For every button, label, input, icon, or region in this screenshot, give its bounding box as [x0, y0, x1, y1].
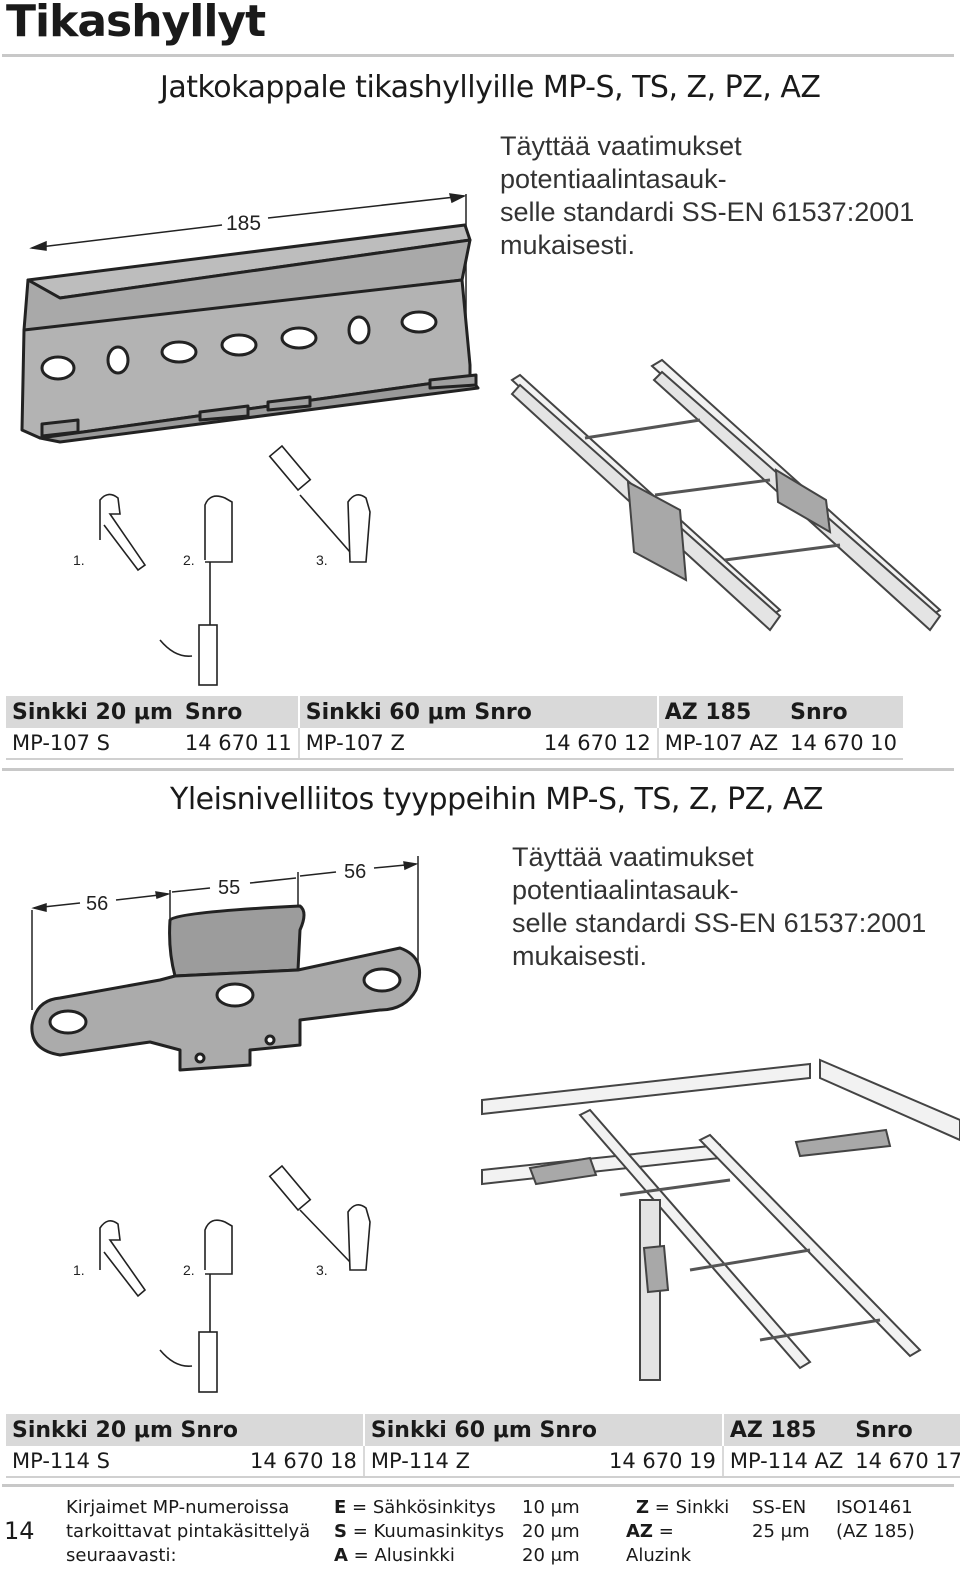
table-cell: MP-107 Z	[297, 728, 538, 760]
table-header-cell: AZ 185	[721, 1414, 850, 1446]
code-text: = Kuumasinkitys	[346, 1521, 505, 1542]
code-text: = Sinkki	[649, 1497, 730, 1518]
code-letter: A	[334, 1545, 348, 1566]
table-header-cell: Sinkki 60 μm Snro	[362, 1414, 603, 1446]
finish-codes-2: Z = Sinkki AZ = Aluzink	[626, 1496, 738, 1568]
code-text: = Sähkösinkitys	[346, 1497, 496, 1518]
title-divider	[2, 54, 954, 57]
standard-ref-column: ISO1461 (AZ 185)	[836, 1496, 915, 1544]
table-cell: MP-114 Z	[362, 1446, 603, 1478]
dim-label: 56	[344, 861, 366, 883]
code-letter: S	[334, 1521, 347, 1542]
table-header-cell	[244, 1414, 364, 1446]
finish-code-row: E = Sähkösinkitys	[334, 1496, 504, 1520]
ladder-tray-junction-drawing	[481, 1058, 960, 1381]
step-2-label: 2.	[183, 1262, 195, 1278]
footer-line: Kirjaimet MP-numeroissa	[66, 1497, 290, 1518]
finish-code-row: AZ = Aluzink	[626, 1520, 738, 1568]
table-cell: MP-114 S	[6, 1446, 245, 1478]
footer-divider	[2, 1484, 954, 1487]
footer-line: seuraavasti:	[66, 1545, 177, 1566]
table-header-row: Sinkki 20 μm Snro Sinkki 60 μm Snro AZ 1…	[6, 1414, 960, 1446]
section1-product-table: Sinkki 20 μm Snro Sinkki 60 μm Snro AZ 1…	[6, 696, 904, 760]
code-letter: Z	[636, 1497, 650, 1518]
table-header-row: Sinkki 20 μm Snro Sinkki 60 μm Snro AZ 1…	[6, 696, 904, 728]
finish-code-row: S = Kuumasinkitys	[334, 1520, 504, 1544]
table-cell: 14 670 19	[602, 1446, 723, 1478]
page-number: 14	[4, 1517, 35, 1545]
step-2-label: 2.	[183, 552, 195, 568]
section2-illustration: 56 55 56 1. 2. 3.	[30, 856, 960, 1393]
footer-intro: Kirjaimet MP-numeroissa tarkoittavat pin…	[66, 1496, 310, 1568]
ladder-tray-drawing	[510, 358, 942, 632]
code-text: = Alusinkki	[347, 1545, 455, 1566]
table-header-cell: Snro	[849, 1414, 960, 1446]
splice-plate-drawing	[20, 223, 480, 444]
table-header-cell: Sinkki 60 μm Snro	[297, 696, 538, 728]
section2-description: Täyttää vaatimukset potentiaalintasauk- …	[512, 841, 960, 973]
step-1-label: 1.	[73, 1262, 85, 1278]
table-cell: MP-107 AZ	[656, 728, 785, 760]
table-header-cell: Sinkki 20 μm	[6, 696, 179, 728]
dimension-lines	[31, 856, 419, 1010]
desc-line: Täyttää vaatimukset potentiaalintasauk-	[500, 131, 742, 194]
standard-value: 25 μm	[752, 1521, 810, 1542]
thickness-value: 10 μm	[522, 1497, 580, 1518]
finish-codes: E = Sähkösinkitys S = Kuumasinkitys A = …	[334, 1496, 504, 1568]
thickness-value: 20 μm	[522, 1521, 580, 1542]
desc-line: Täyttää vaatimukset potentiaalintasauk-	[512, 842, 754, 905]
page-title: Tikashyllyt	[6, 0, 266, 47]
desc-line: selle standardi SS-EN 61537:2001	[500, 197, 915, 227]
section1-illustration: 185	[20, 193, 942, 686]
table-header-cell	[602, 1414, 723, 1446]
table-header-cell: Sinkki 20 μm Snro	[6, 1414, 245, 1446]
code-text: = Aluzink	[626, 1521, 692, 1566]
table-cell: 14 670 10	[784, 728, 904, 760]
code-letter: E	[334, 1497, 347, 1518]
standard-column: SS-EN 25 μm	[752, 1496, 810, 1544]
table-header-cell: AZ 185	[656, 696, 785, 728]
step-diagrams	[99, 444, 371, 686]
table-row: MP-107 S 14 670 11 MP-107 Z 14 670 12 MP…	[6, 728, 904, 760]
code-letter: AZ	[626, 1521, 653, 1542]
finish-code-row: Z = Sinkki	[626, 1496, 738, 1520]
step-3-label: 3.	[316, 1262, 328, 1278]
desc-line: selle standardi SS-EN 61537:2001	[512, 908, 927, 938]
footer-line: tarkoittavat pintakäsittelyä	[66, 1521, 311, 1542]
standard-value: SS-EN	[752, 1497, 807, 1518]
section1-title: Jatkokappale tikashyllyille MP-S, TS, Z,…	[160, 70, 821, 105]
table-cell: 14 670 11	[178, 728, 299, 760]
table-row: MP-114 S 14 670 18 MP-114 Z 14 670 19 MP…	[6, 1446, 960, 1478]
step-3-label: 3.	[316, 552, 328, 568]
section1-description: Täyttää vaatimukset potentiaalintasauk- …	[500, 130, 960, 262]
hinge-plate-drawing	[30, 904, 421, 1072]
finish-thickness: 10 μm 20 μm 20 μm	[522, 1496, 580, 1568]
standard-ref: ISO1461	[836, 1497, 913, 1518]
table-cell: 14 670 17	[849, 1446, 960, 1478]
section2-product-table: Sinkki 20 μm Snro Sinkki 60 μm Snro AZ 1…	[6, 1414, 960, 1478]
desc-line: mukaisesti.	[512, 941, 648, 971]
section-divider	[2, 768, 954, 771]
table-cell: MP-114 AZ	[721, 1446, 850, 1478]
table-header-cell: Snro	[178, 696, 299, 728]
step-1-label: 1.	[73, 552, 85, 568]
table-header-cell: Snro	[784, 696, 904, 728]
table-cell: 14 670 18	[244, 1446, 364, 1478]
step-diagrams	[99, 1164, 371, 1393]
finish-code-row: A = Alusinkki	[334, 1544, 504, 1568]
table-header-cell	[537, 696, 658, 728]
standard-ref: (AZ 185)	[836, 1521, 915, 1542]
table-cell: MP-107 S	[6, 728, 179, 760]
dim-label: 55	[218, 877, 240, 899]
thickness-value: 20 μm	[522, 1545, 580, 1566]
table-cell: 14 670 12	[537, 728, 658, 760]
section2-title: Yleisnivelliitos tyyppeihin MP-S, TS, Z,…	[170, 782, 823, 817]
dim-label: 185	[226, 212, 261, 235]
dim-label: 56	[86, 893, 108, 915]
desc-line: mukaisesti.	[500, 230, 636, 260]
